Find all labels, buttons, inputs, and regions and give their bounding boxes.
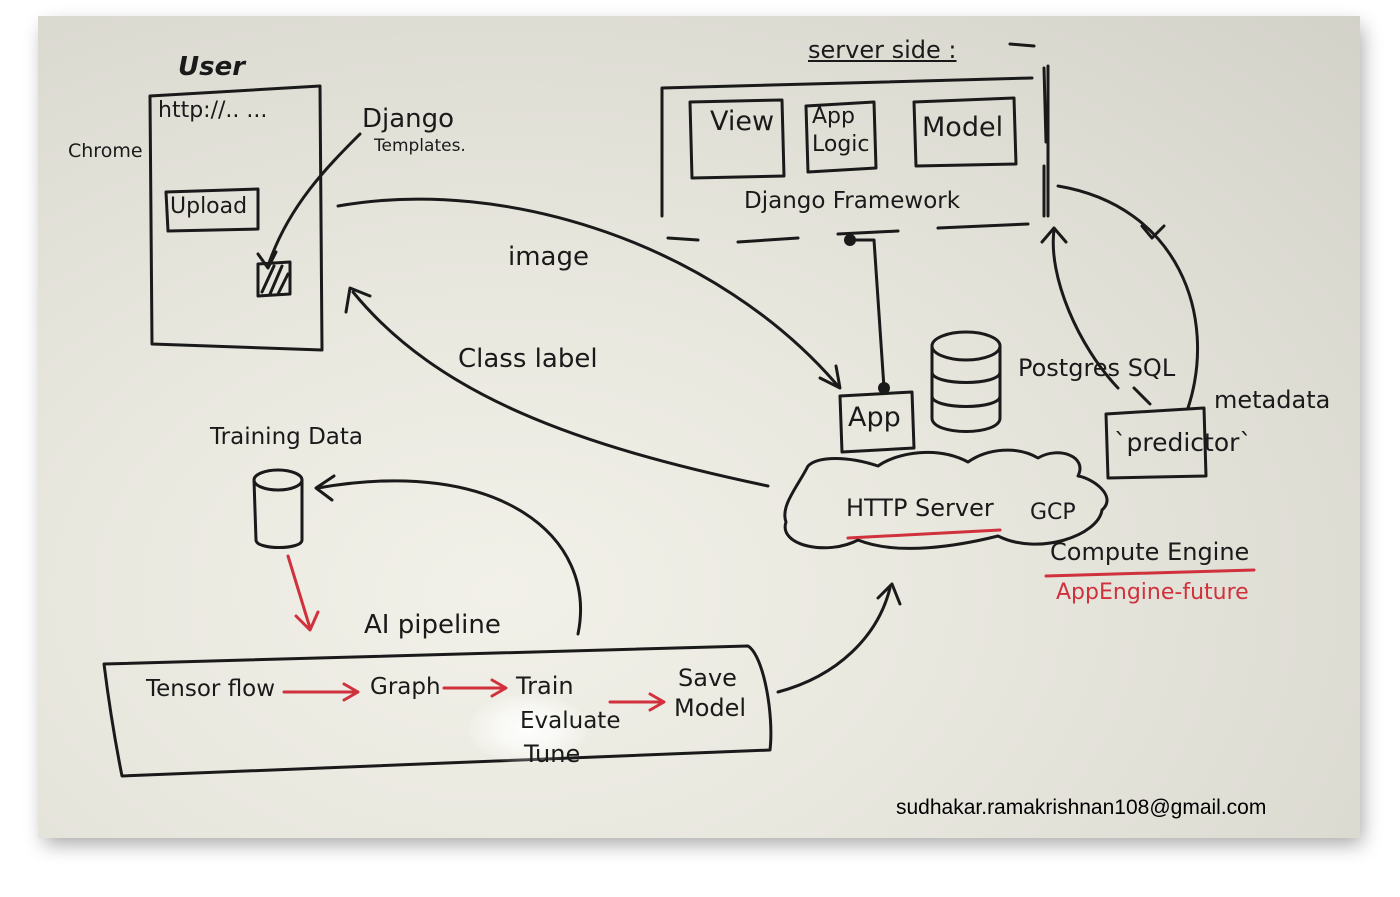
browser-window [148,84,324,352]
author-email: sudhakar.ramakrishnan108@gmail.com [896,796,1267,819]
pipeline-to-training-arrowhead [314,474,336,502]
predictor-box [1104,406,1208,480]
training-to-pipeline-arrow [286,554,312,630]
model-box [912,96,1018,168]
server-side-box [660,64,1050,244]
class-label-text: Class label [458,344,598,374]
save-label: Save [678,664,737,692]
training-data-label: Training Data [210,424,363,450]
image-arrowhead [818,364,842,390]
metadata-label: metadata [1214,386,1331,414]
predictor-to-server-arrow [1056,184,1200,410]
class-label-arrowhead [344,286,372,314]
app-box [838,390,916,454]
image-icon [256,260,292,298]
ai-pipeline-box [102,644,773,778]
model-label: Model [922,112,1004,143]
framework-connector-dot [844,234,856,246]
server-side-dash [1008,42,1036,48]
framework-to-app-line [848,238,886,390]
postgres-to-predictor [1132,386,1152,406]
postgres-arrowhead [1040,226,1068,244]
view-label: View [710,106,775,137]
graph-label: Graph [370,674,441,700]
postgres-label: Postgres SQL [1018,354,1176,382]
http-server-label: HTTP Server [846,494,994,522]
view-box [688,98,786,180]
evaluate-label: Evaluate [520,708,621,734]
diagram-drawing [102,42,1256,778]
upload-label: Upload [170,194,248,219]
templates-arrowhead [256,250,278,270]
postgres-to-server-arrow [1051,228,1120,390]
http-server-cloud [783,448,1109,550]
app-logic-box [804,100,878,174]
pipeline-to-training-arrow [316,479,582,636]
class-label-arrow [351,290,770,488]
predictor-loop-arrowhead [1140,224,1166,240]
train-label: Train [516,672,574,700]
compute-engine-label: Compute Engine [1050,538,1250,566]
server-side-box-right [1042,66,1048,218]
django-templates-label-2: Templates. [374,136,466,156]
upload-box [164,187,260,233]
http-server-underline [846,528,1002,540]
training-data-top [252,468,304,492]
user-label: User [178,52,246,82]
train-to-save-arrowhead [648,692,666,712]
templates-arrow [266,132,362,268]
tensorflow-to-graph-arrowhead [342,682,360,702]
app-logic-label-2: Logic [812,132,870,157]
image-arrow [336,197,840,388]
gcp-label: GCP [1030,500,1076,525]
image-label: image [508,242,589,272]
save-model-label: Model [674,694,747,722]
predictor-label: `predictor` [1114,428,1252,457]
postgres-db-body [930,344,1002,433]
app-connector-dot [878,382,890,394]
light-glare [468,694,588,764]
tune-label: Tune [524,740,581,768]
graph-to-train-arrowhead [490,678,508,698]
app-label: App [848,402,901,433]
chrome-label: Chrome [68,140,143,162]
compute-engine-underline [1044,568,1256,578]
training-data-body [252,478,304,549]
tensorflow-label: Tensor flow [146,676,276,702]
ai-pipeline-label: AI pipeline [364,610,501,640]
django-framework-label: Django Framework [744,188,961,214]
app-logic-label-1: App [812,104,855,129]
whiteboard: User Chrome http://.. ... Upload Django … [38,16,1360,838]
url-label: http://.. ... [158,98,268,123]
appengine-future-label: AppEngine-future [1056,580,1249,605]
server-side-label: server side : [808,36,957,64]
postgres-db-top [930,330,1002,362]
pipeline-to-server-arrow [776,586,892,694]
django-templates-label-1: Django [362,104,455,134]
training-to-pipeline-arrowhead [294,610,320,632]
pipeline-to-server-arrowhead [876,582,902,606]
